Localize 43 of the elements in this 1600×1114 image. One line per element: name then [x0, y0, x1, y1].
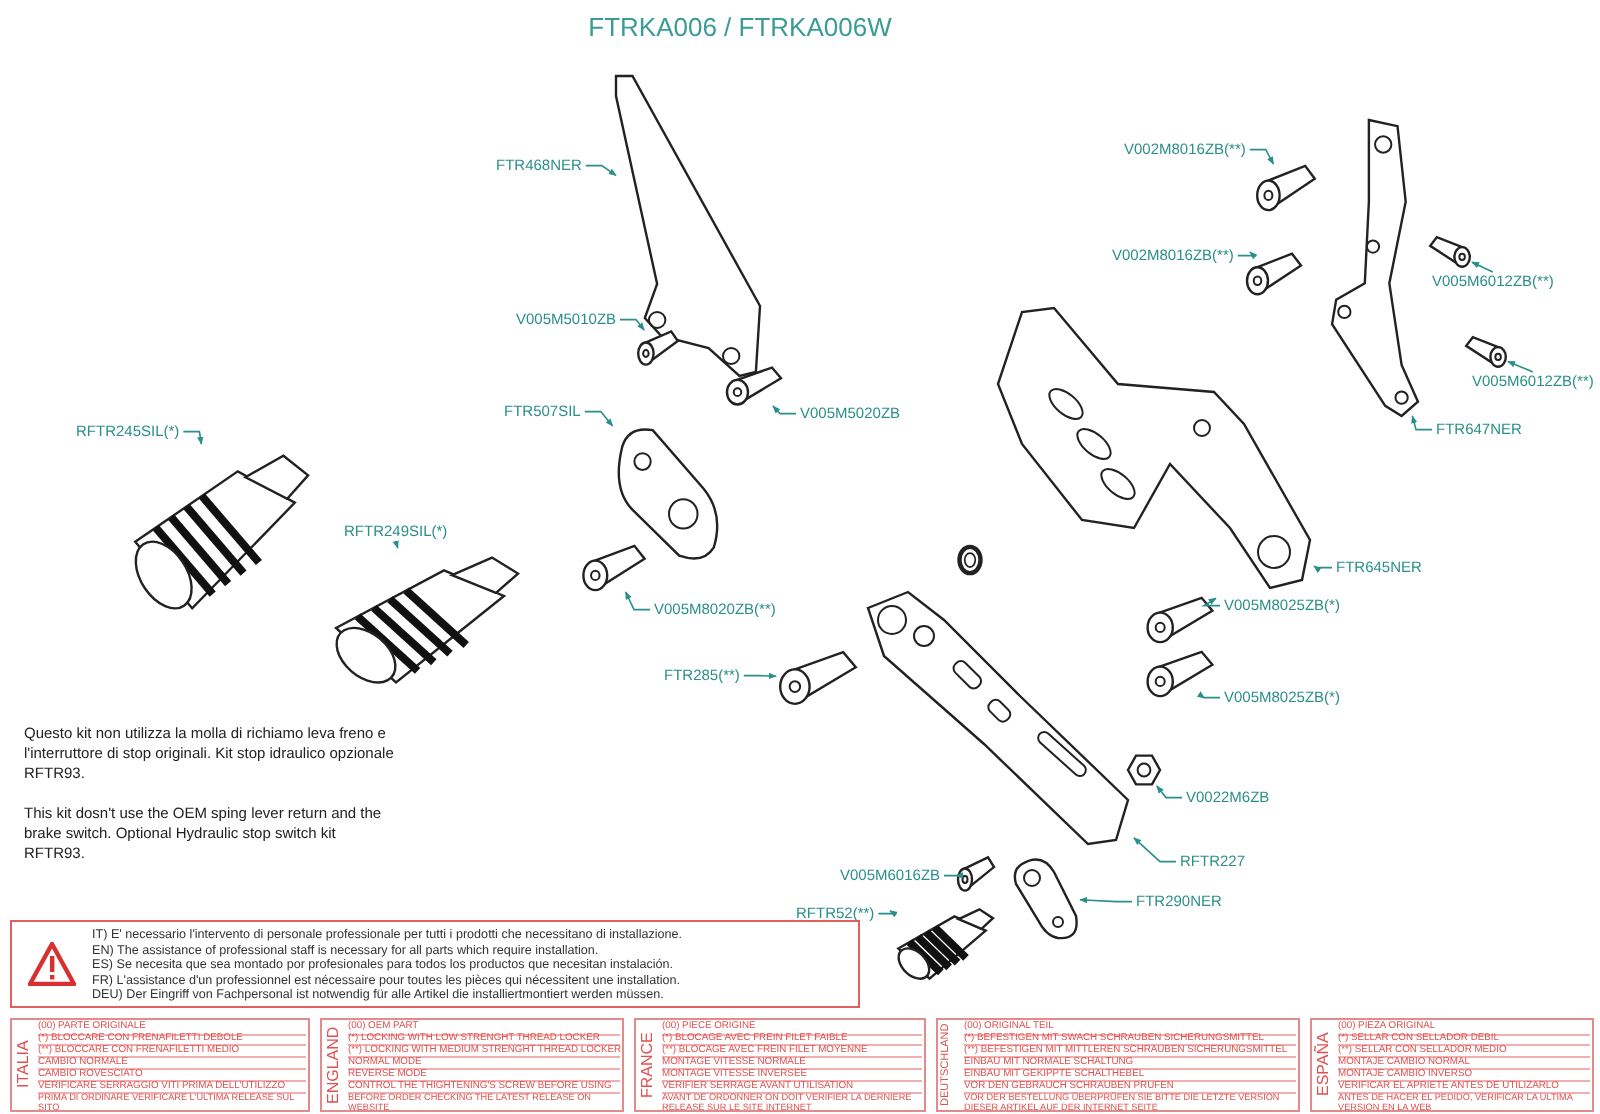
- bolt-drawing: [724, 366, 784, 406]
- leader-line: [1156, 785, 1183, 799]
- nut-drawing: [1128, 754, 1160, 786]
- bolt-drawing: [1244, 252, 1304, 296]
- bracket-drawing: [612, 426, 724, 562]
- bolt-drawing: [1144, 650, 1216, 698]
- leader-line: [619, 318, 645, 331]
- leader-line: [1201, 597, 1221, 607]
- leader-line: [1196, 691, 1221, 699]
- bolt-drawing: [580, 544, 648, 592]
- leader-line: [1507, 360, 1534, 373]
- bolt-drawing: [1464, 336, 1508, 368]
- leader-line: [1411, 415, 1433, 431]
- bolt-drawing: [776, 650, 860, 706]
- bolt-drawing: [636, 330, 680, 366]
- leader-line: [1249, 148, 1275, 165]
- leader-line: [877, 910, 898, 918]
- leader-line: [585, 164, 617, 177]
- leader-line: [584, 410, 614, 427]
- bolt-drawing: [1254, 164, 1318, 212]
- leader-line: [1079, 896, 1133, 904]
- leader-line: [392, 540, 399, 549]
- plate-drawing: [1010, 856, 1080, 940]
- leader-line: [943, 872, 964, 879]
- leader-line: [1313, 565, 1333, 573]
- bolt-drawing: [1428, 236, 1472, 268]
- language-heading: ESPAÑA: [1314, 1030, 1334, 1101]
- language-heading: ITALIA: [14, 1038, 34, 1093]
- bolt-drawing: [1144, 596, 1216, 644]
- plate-drawing: [616, 76, 760, 376]
- plate-drawing: [1328, 120, 1420, 416]
- diagram-title: FTRKA006 / FTRKA006W: [586, 12, 894, 42]
- leader-line: [743, 672, 777, 680]
- leader-line: [624, 591, 651, 611]
- leader-line: [1237, 251, 1258, 260]
- bracket-drawing: [994, 304, 1314, 590]
- leader-line: [772, 405, 797, 415]
- leader-line: [1133, 837, 1177, 863]
- language-heading: FRANCE: [638, 1030, 658, 1102]
- bolt-drawing: [956, 856, 996, 892]
- language-heading: ENGLAND: [324, 1024, 344, 1106]
- leader-line: [1471, 261, 1494, 273]
- leader-line: [182, 430, 204, 445]
